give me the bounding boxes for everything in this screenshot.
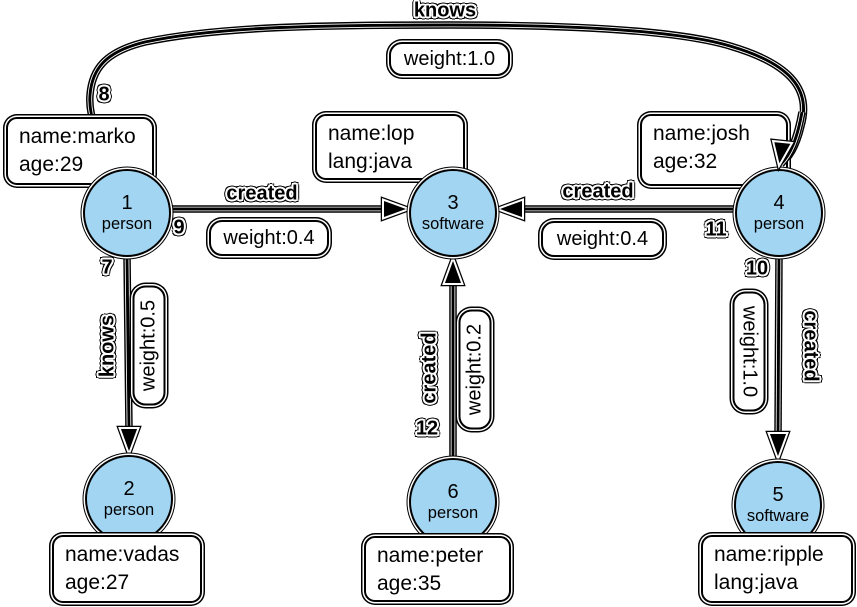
vertex-3-node: 3 software xyxy=(409,169,497,257)
edge-10-weight-box: weight:1.0 xyxy=(732,291,766,412)
property-line: lang:java xyxy=(328,149,413,173)
vertex-type: person xyxy=(101,215,153,234)
edge-10-label: created xyxy=(799,310,822,382)
vertex-type: software xyxy=(746,507,810,526)
vertex-2-node: 2 person xyxy=(85,455,173,543)
vertex-type: person xyxy=(427,504,479,523)
edge-12-label: created xyxy=(418,332,441,404)
edge-9-id: 9 xyxy=(173,216,185,239)
vertex-5-properties-box: name:ripple lang:java xyxy=(701,535,853,603)
property-line: age:29 xyxy=(19,152,84,176)
vertex-6-properties-box: name:peter age:35 xyxy=(364,536,511,602)
edge-11-weight-box: weight:0.4 xyxy=(541,221,664,257)
vertex-3-properties-box: name:lop lang:java xyxy=(315,114,465,180)
property-line: age:32 xyxy=(653,149,718,173)
vertex-6-node: 6 person xyxy=(409,458,497,546)
property-line: name:ripple xyxy=(714,543,824,566)
edge-12-weight-box: weight:0.2 xyxy=(458,309,492,430)
vertex-id: 2 xyxy=(123,478,135,501)
property-line: name:josh xyxy=(653,122,750,145)
property-line: age:35 xyxy=(377,571,442,595)
weight-value: weight:1.0 xyxy=(738,305,761,398)
vertex-id: 6 xyxy=(447,481,459,504)
edge-9-created-line xyxy=(168,196,416,222)
edge-10-id: 10 xyxy=(745,257,769,280)
edge-12-created-line xyxy=(440,251,466,459)
arrowhead-icon xyxy=(118,427,140,457)
weight-value: weight:0.4 xyxy=(223,226,315,249)
weight-value: weight:0.2 xyxy=(463,323,486,416)
property-line: name:vadas xyxy=(65,543,180,566)
edge-8-label: knows xyxy=(413,0,477,22)
edge-8-knows-curve xyxy=(86,21,808,170)
vertex-1-node: 1 person xyxy=(83,169,171,257)
vertex-id: 5 xyxy=(772,484,784,507)
property-line: name:peter xyxy=(377,544,484,567)
property-line: name:lop xyxy=(328,122,415,145)
edge-8-weight-box: weight:1.0 xyxy=(389,42,510,76)
weight-value: weight:0.5 xyxy=(137,299,160,392)
edge-8-id: 8 xyxy=(98,83,110,106)
arrowhead-icon xyxy=(767,432,789,462)
vertex-2-properties-box: name:vadas age:27 xyxy=(52,535,202,603)
edge-7-id: 7 xyxy=(101,256,113,279)
arrowhead-icon xyxy=(382,198,412,220)
edge-7-knows-line xyxy=(116,255,142,461)
vertex-id: 1 xyxy=(121,192,133,215)
edge-9-label: created xyxy=(226,182,298,205)
edge-9-weight-box: weight:0.4 xyxy=(209,220,329,256)
edge-11-created-line xyxy=(490,196,737,222)
property-line: name:marko xyxy=(19,125,136,148)
weight-value: weight:1.0 xyxy=(403,47,496,70)
edge-7-label: knows xyxy=(96,314,119,378)
vertex-type: person xyxy=(103,501,155,520)
vertex-type: software xyxy=(421,215,485,234)
vertex-type: person xyxy=(753,215,805,234)
arrowhead-icon xyxy=(442,255,464,285)
arrowhead-icon xyxy=(494,198,524,220)
edge-11-id: 11 xyxy=(705,218,727,241)
vertex-4-node: 4 person xyxy=(735,169,823,257)
property-line: age:27 xyxy=(65,570,130,594)
edge-7-weight-box: weight:0.5 xyxy=(132,285,166,406)
edge-10-created-line xyxy=(765,254,791,466)
vertex-id: 3 xyxy=(447,192,459,215)
edge-12-id: 12 xyxy=(415,417,439,440)
vertex-id: 4 xyxy=(773,192,785,215)
property-line: lang:java xyxy=(714,570,799,594)
weight-value: weight:0.4 xyxy=(556,227,649,250)
edge-11-label: created xyxy=(562,180,634,203)
